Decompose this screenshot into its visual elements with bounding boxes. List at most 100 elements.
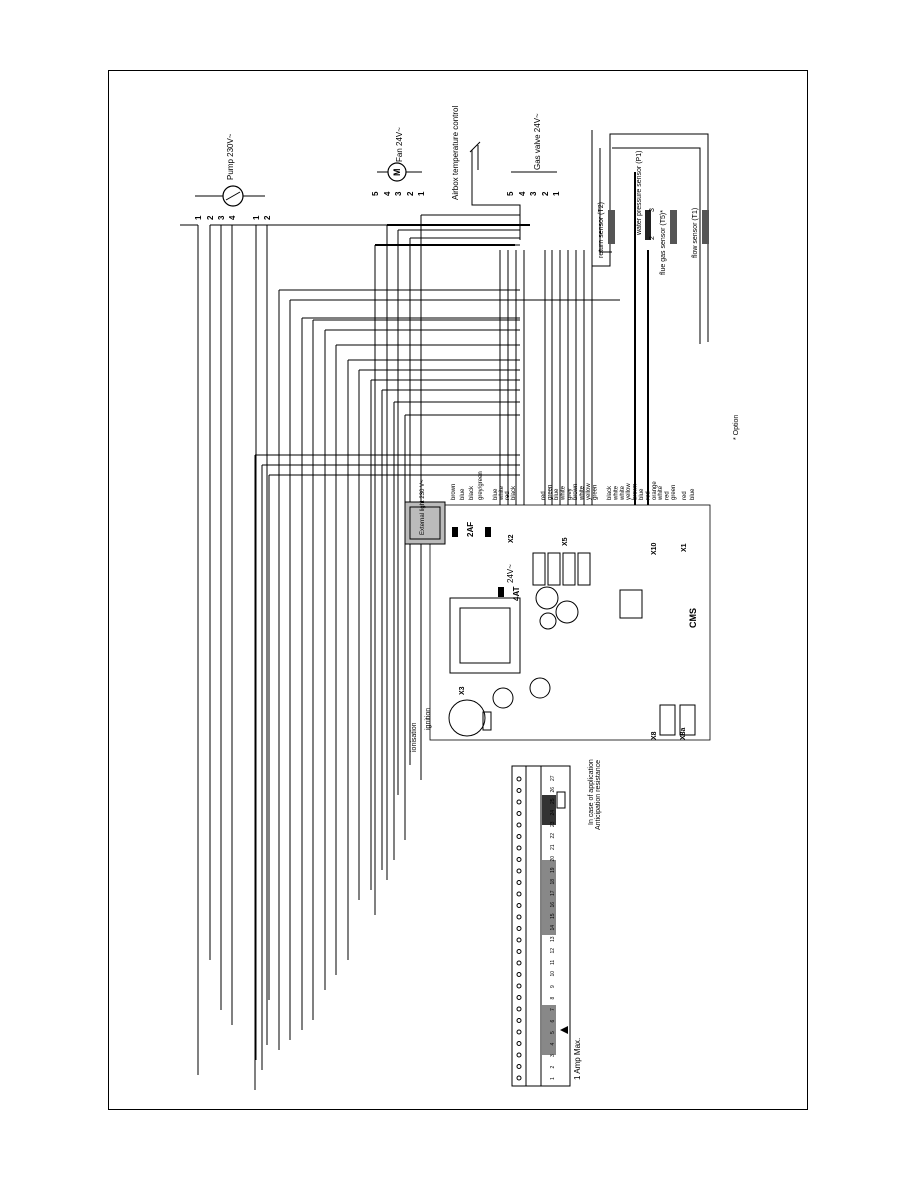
terminal-screw bbox=[516, 788, 522, 793]
fuse-2af-label: 2AF bbox=[466, 522, 475, 537]
terminal-number: 23 bbox=[550, 821, 556, 827]
wire-color-x10: red bbox=[645, 491, 651, 500]
terminal-number: 22 bbox=[550, 833, 556, 839]
anticipation-note: In case of application bbox=[588, 759, 595, 825]
wire-color-x1: red bbox=[682, 491, 688, 500]
terminal-number: 19 bbox=[550, 867, 556, 873]
wire-color-top: red bbox=[505, 491, 511, 500]
x10-label: X10 bbox=[651, 542, 658, 555]
wire-bundle bbox=[180, 172, 649, 1090]
wire-color-x10: white bbox=[620, 485, 626, 501]
terminal-number: 5 bbox=[550, 1031, 556, 1034]
terminal-screw bbox=[516, 857, 522, 862]
terminal-screw bbox=[516, 949, 522, 954]
terminal-number: 27 bbox=[550, 775, 556, 781]
terminal-number: 3 bbox=[550, 1054, 556, 1057]
water-pressure-sensor-label: water pressure sensor (P1) bbox=[636, 151, 643, 236]
return-sensor-icon bbox=[608, 210, 615, 244]
fan-label: Fan 24V~ bbox=[395, 127, 404, 162]
fuse-4at-label: 4AT bbox=[512, 586, 521, 601]
terminal-number: 2 bbox=[550, 1066, 556, 1069]
terminal-screw bbox=[516, 983, 522, 989]
terminal-screw bbox=[516, 937, 522, 943]
fan-motor-glyph: M bbox=[392, 169, 402, 177]
wire-color-x10: white bbox=[613, 485, 619, 501]
terminal-number: 10 bbox=[550, 971, 556, 977]
fan-pin: 3 bbox=[394, 191, 403, 196]
terminal-number: 7 bbox=[550, 1008, 556, 1011]
terminal-screw bbox=[516, 1064, 522, 1069]
terminal-number: 24 bbox=[550, 810, 556, 816]
x3-label: X3 bbox=[459, 686, 466, 695]
gas-pin: 4 bbox=[518, 191, 527, 196]
transformer bbox=[449, 597, 521, 674]
wire-color-top: black bbox=[511, 485, 517, 500]
wire-color-x5: white bbox=[580, 485, 586, 501]
wire-color-x10: blue bbox=[639, 488, 645, 500]
wire-color-x5: green bbox=[593, 485, 599, 500]
flow-sensor-icon bbox=[702, 210, 709, 244]
wire-color-x2: blue bbox=[460, 488, 466, 500]
terminal-number: 1 bbox=[550, 1077, 556, 1080]
wire-color-mid: grey bbox=[567, 488, 573, 500]
terminal-screw bbox=[516, 811, 522, 816]
terminal-screw bbox=[516, 926, 522, 931]
cms-label: CMS bbox=[688, 608, 698, 628]
terminal-screw bbox=[516, 1052, 522, 1058]
x8-label: X8 bbox=[651, 731, 658, 740]
fan-pin: 5 bbox=[371, 191, 380, 196]
wire-color-x10: red bbox=[665, 491, 671, 500]
pressure-sensor-icon bbox=[670, 210, 677, 244]
terminal-number: 4 bbox=[550, 1043, 556, 1046]
fan-pin: 2 bbox=[406, 191, 415, 196]
wire-color-top: white bbox=[499, 485, 505, 501]
terminal-number: 14 bbox=[550, 925, 556, 931]
pump-label: Pump 230V~ bbox=[226, 133, 235, 180]
pump-aux-pin: 1 bbox=[252, 215, 261, 220]
external-light-box bbox=[404, 501, 446, 545]
return-sensor-label: return sensor (T2) bbox=[598, 202, 605, 258]
amp-note: 1 Amp Max. bbox=[573, 1038, 582, 1080]
terminal-screw bbox=[516, 1018, 522, 1023]
wire-color-mid: white bbox=[561, 485, 567, 501]
wire-color-x2: black bbox=[469, 485, 475, 500]
terminal-strip: 1234567891011121314151617181920212223242… bbox=[511, 759, 602, 1087]
terminal-number: 20 bbox=[550, 856, 556, 862]
airbox-title: Airbox temperature control bbox=[451, 106, 460, 200]
terminal-number: 9 bbox=[550, 985, 556, 988]
fan-motor-symbol: M Fan 24V~ bbox=[377, 127, 422, 182]
wire-color-x2: grey/green bbox=[478, 471, 484, 500]
pump-aux-pin: 2 bbox=[263, 215, 272, 220]
sensor-pin-3: 3 bbox=[649, 208, 656, 212]
terminal-number: 18 bbox=[550, 879, 556, 885]
pump-symbol: Pump 230V~ bbox=[195, 133, 265, 207]
terminal-screw bbox=[516, 903, 522, 908]
terminal-screw bbox=[516, 914, 522, 920]
terminal-screw bbox=[516, 799, 522, 805]
terminal-screw bbox=[516, 776, 522, 782]
terminal-number: 21 bbox=[550, 844, 556, 850]
flue-gas-sensor-label: flue gas sensor (T5)* bbox=[660, 210, 667, 275]
diagram-frame bbox=[108, 70, 808, 1110]
gas-pin: 1 bbox=[552, 191, 561, 196]
wire-color-x10: brown bbox=[633, 484, 639, 500]
wire-color-mid: blue bbox=[554, 488, 560, 500]
terminal-screw bbox=[516, 1075, 522, 1081]
terminal-number: 6 bbox=[550, 1020, 556, 1023]
terminal-number: 25 bbox=[550, 798, 556, 804]
ionisation-label: ionisation bbox=[411, 722, 418, 752]
fan-pin: 1 bbox=[417, 191, 426, 196]
wire-color-x10: white bbox=[658, 485, 664, 501]
terminal-screw bbox=[516, 891, 522, 897]
x5-label: X5 bbox=[562, 537, 569, 546]
terminal-screw bbox=[516, 960, 522, 966]
terminal-number: 11 bbox=[550, 960, 556, 965]
option-note: * Option bbox=[733, 415, 740, 440]
pcb-board: External light 230 V~ 2AF 4AT X2 X3 X5 X… bbox=[404, 479, 711, 752]
wire-color-x10: green bbox=[671, 485, 677, 500]
terminal-number: 15 bbox=[550, 913, 556, 919]
terminal-screw bbox=[516, 822, 522, 828]
terminal-number: 13 bbox=[550, 936, 556, 942]
terminal-screw bbox=[516, 995, 522, 1000]
